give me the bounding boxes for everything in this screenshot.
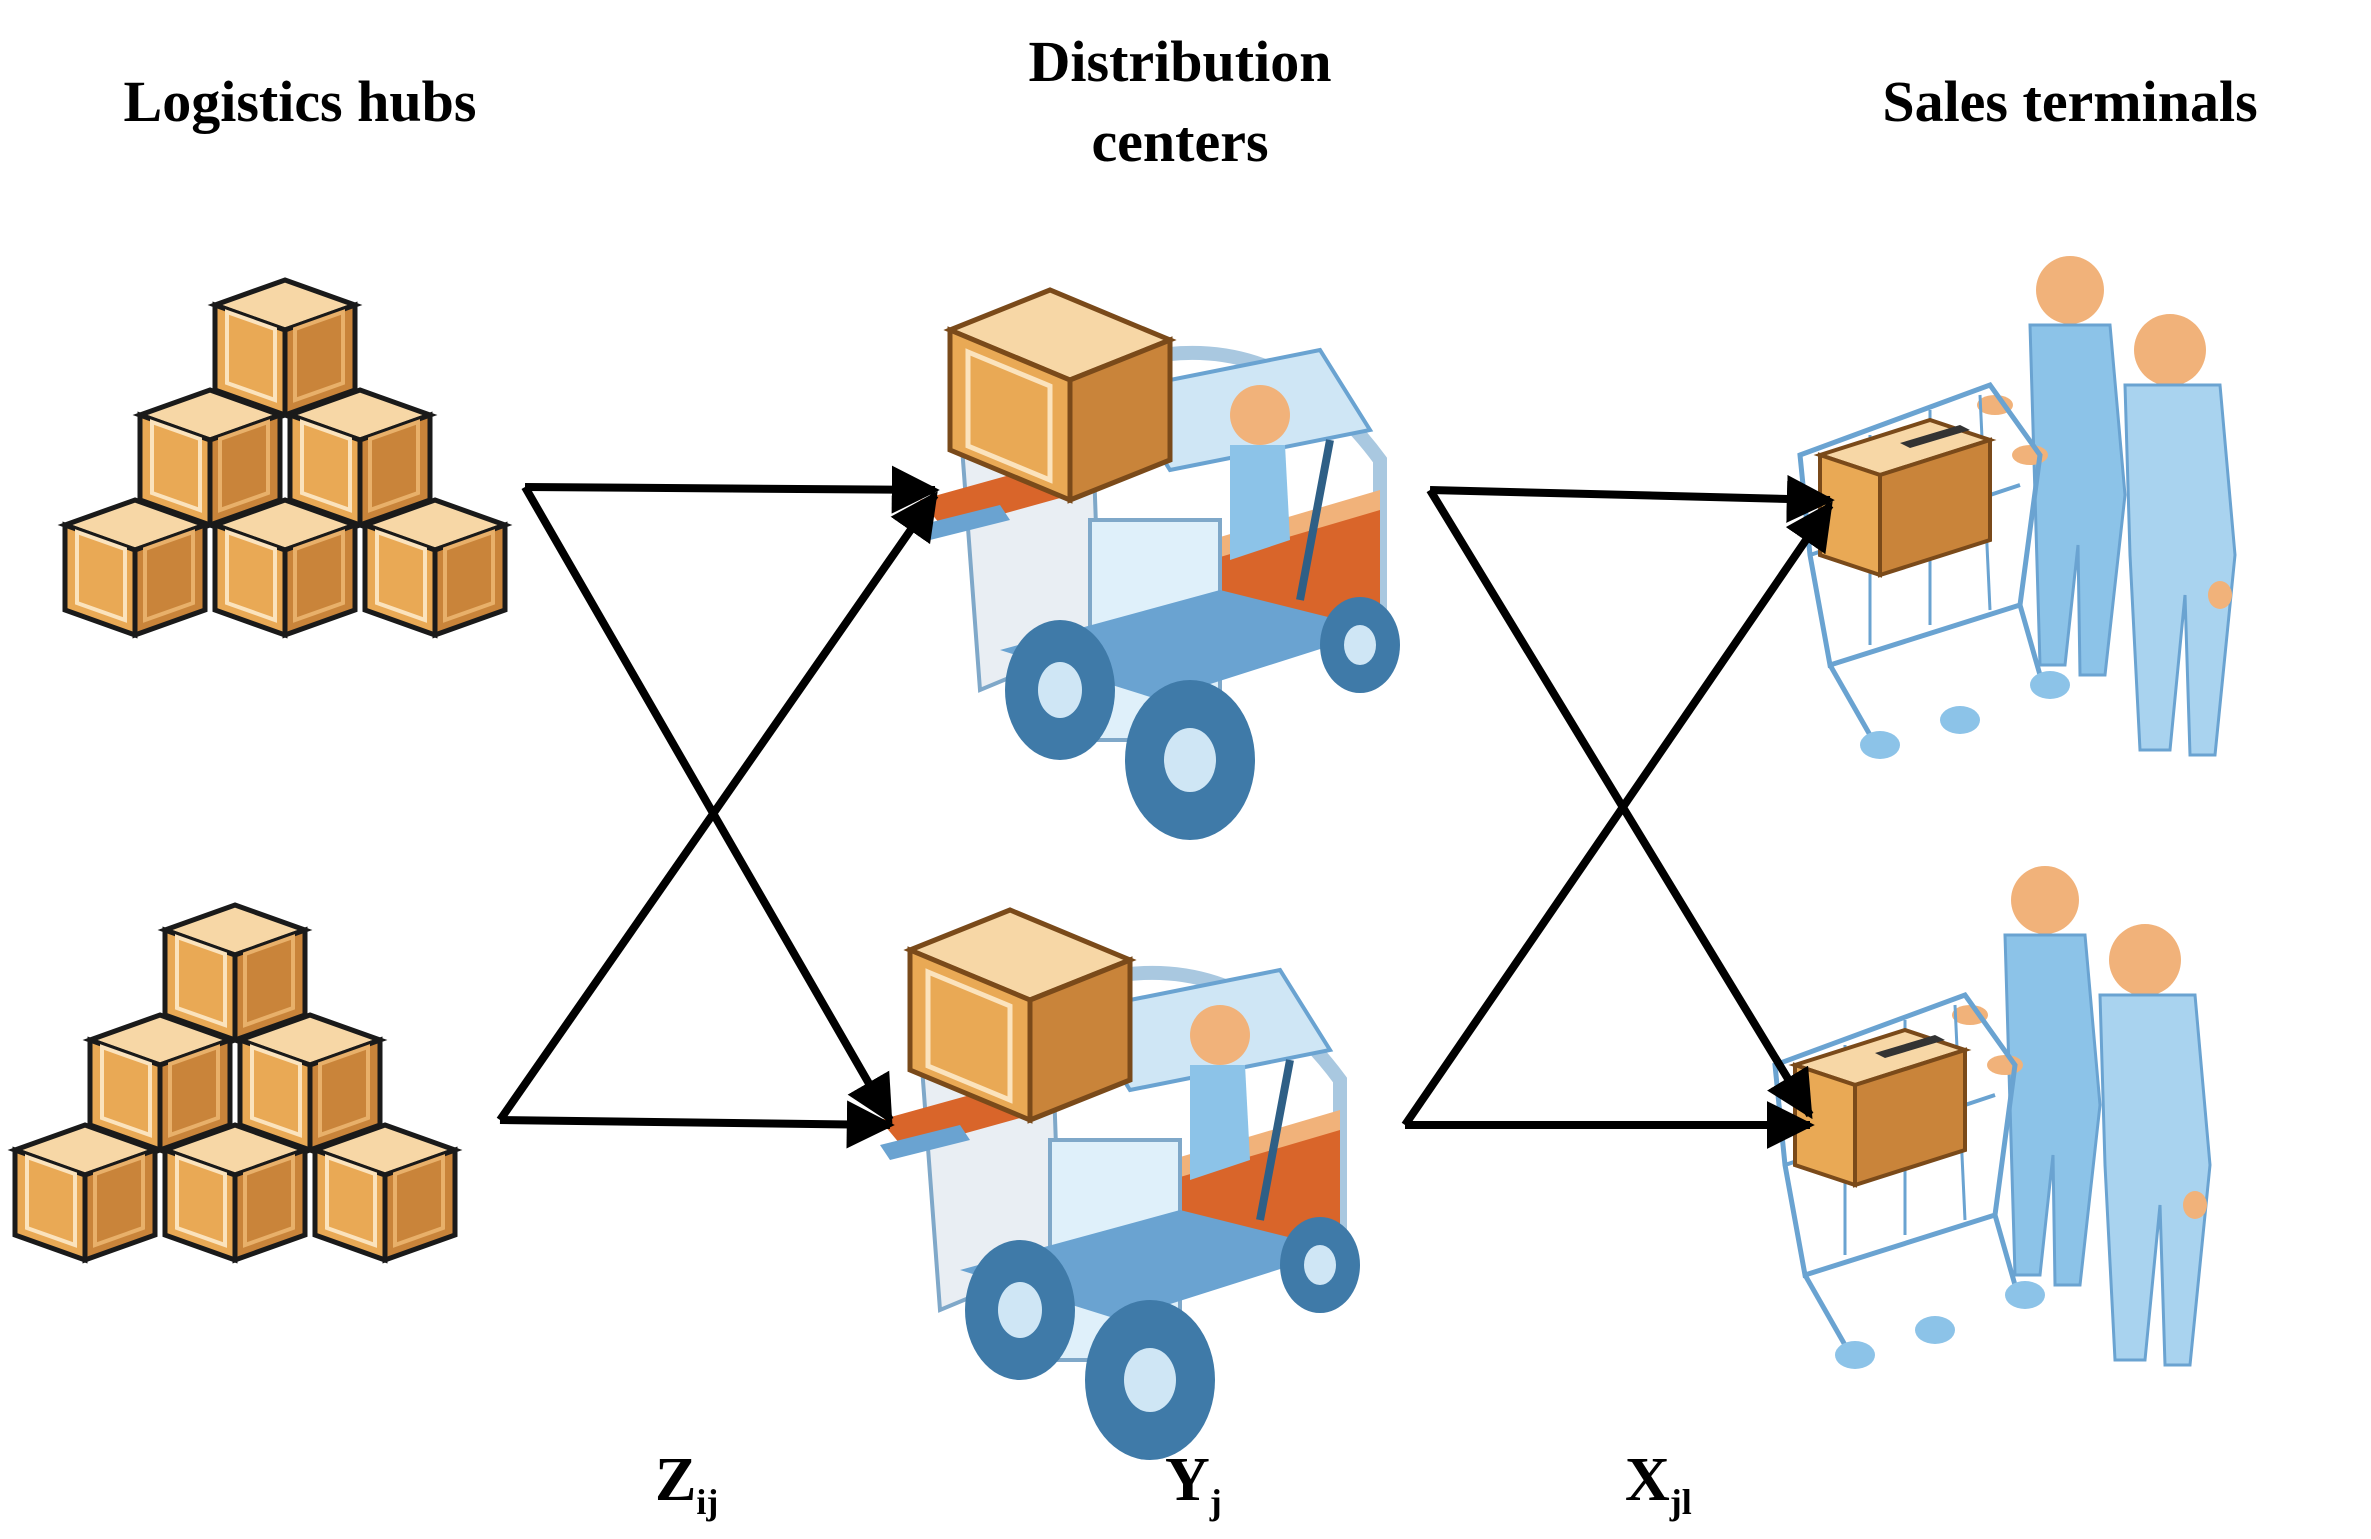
box-stack-icon: [15, 905, 455, 1260]
distribution-centers-line2: centers: [1091, 109, 1269, 174]
flow-arrows-hubs-to-dc: [496, 465, 940, 1149]
arrow-dc2-sales1: [1401, 501, 1834, 1128]
distribution-centers-label: Distribution centers: [880, 22, 1480, 182]
variable-x-sub: jl: [1669, 1482, 1692, 1522]
arrow-hub2-dc1: [496, 491, 939, 1123]
flow-arrows-dc-to-sales: [1401, 474, 1835, 1149]
logistics-hubs-label: Logistics hubs: [123, 69, 477, 134]
arrow-dc1-sales1: [1429, 474, 1835, 523]
variable-z-sub: ij: [696, 1482, 719, 1522]
variable-x-base: X: [1625, 1446, 1670, 1514]
arrow-dc1-sales2: [1426, 487, 1814, 1120]
variable-y-sub: j: [1209, 1482, 1222, 1522]
variable-z-label: Zij: [655, 1445, 718, 1537]
variable-y-base: Y: [1165, 1446, 1210, 1514]
variable-y-label: Yj: [1165, 1445, 1222, 1537]
sales-terminals-label: Sales terminals: [1882, 69, 2258, 134]
variable-x-label: Xjl: [1625, 1445, 1692, 1537]
arrow-hub1-dc1: [524, 465, 940, 514]
variable-z-base: Z: [655, 1446, 697, 1514]
box-stack-icon: [65, 280, 505, 635]
distribution-centers-line1: Distribution: [1028, 29, 1332, 94]
shopper-cart-icon: [1800, 256, 2235, 759]
arrow-hub2-dc2: [499, 1100, 895, 1149]
forklift-icon: [920, 290, 1400, 840]
forklift-icon: [880, 910, 1360, 1460]
shopper-cart-icon: [1775, 866, 2210, 1369]
arrow-hub1-dc2: [521, 485, 894, 1125]
